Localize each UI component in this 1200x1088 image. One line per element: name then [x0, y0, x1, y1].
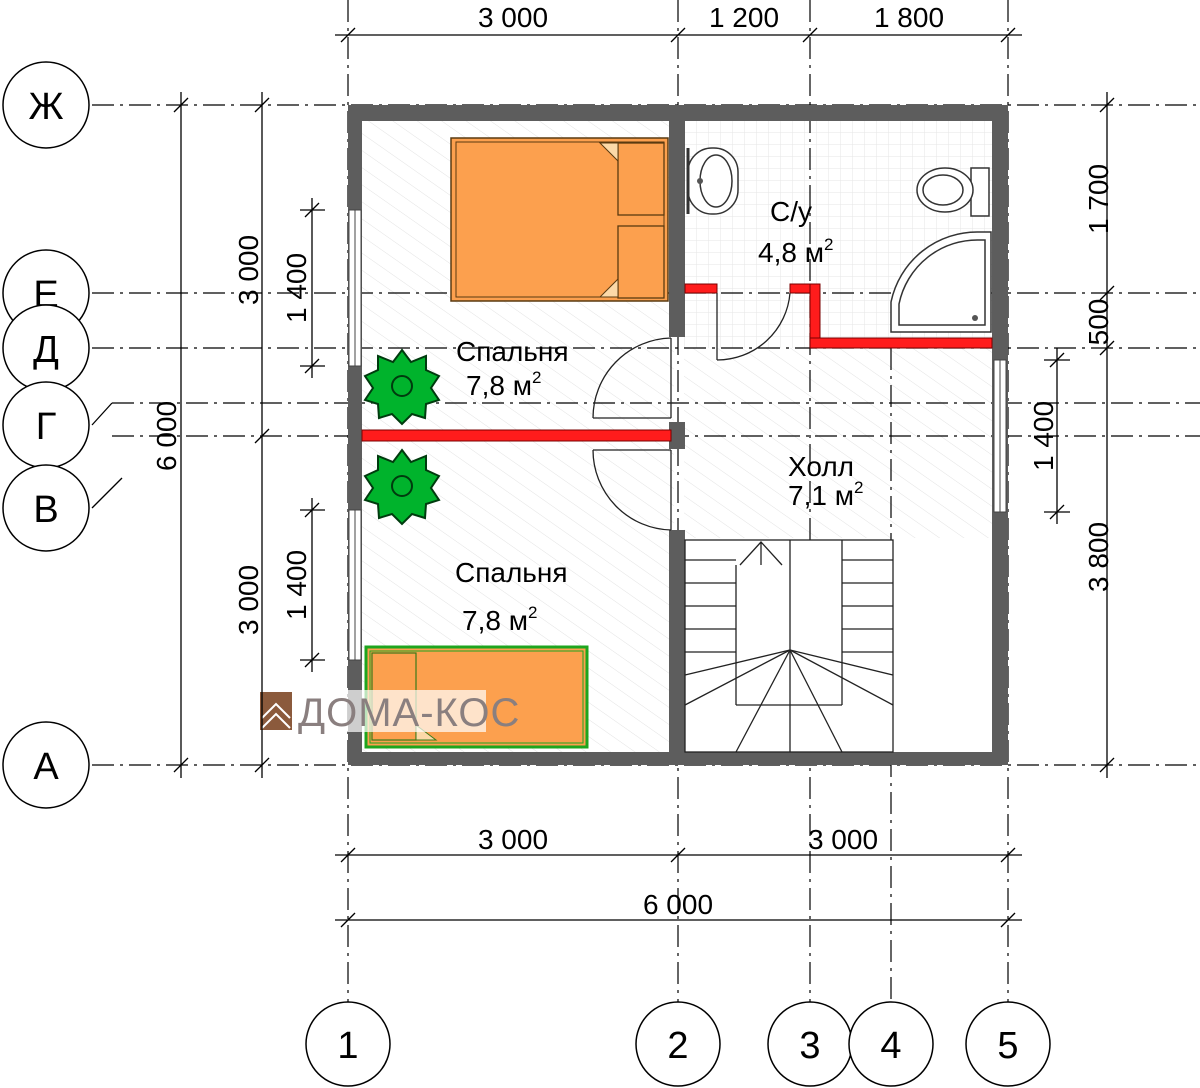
dim-left-lower: 3 000: [233, 565, 264, 635]
axis-label-row: А: [33, 746, 59, 788]
room-labels: Спальня 7,8 м2 С/у 4,8 м2 Холл 7,1 м2 Сп…: [455, 196, 863, 636]
dim-left-total: 6 000: [151, 401, 182, 471]
axis-label-row: В: [33, 489, 58, 531]
axis-label-row: Д: [33, 329, 59, 371]
axis-label-column: 1: [337, 1025, 358, 1067]
dimensions-left: 6 000 3 000 3 000 1 400 1 400: [151, 92, 325, 778]
sink-icon: [686, 147, 739, 215]
axis-label-column: 4: [880, 1025, 901, 1067]
logo-house-icon: [260, 692, 292, 730]
dim-top-1: 3 000: [478, 2, 548, 33]
dim-left-window-upper: 1 400: [281, 253, 312, 323]
dim-right-3: 3 800: [1083, 522, 1114, 592]
dimensions-right: 1 700 500 3 800 1 400: [1028, 92, 1115, 778]
room-name-bathroom: С/у: [770, 196, 812, 227]
dim-right-window: 1 400: [1028, 401, 1059, 471]
dimensions-bottom: 3 000 3 000 6 000: [335, 824, 1022, 928]
room-area-hall: 7,1 м2: [788, 478, 863, 511]
room-area-bedroom-top: 7,8 м2: [466, 368, 541, 401]
partitions: [361, 283, 993, 442]
room-name-bedroom-top: Спальня: [456, 336, 569, 367]
staircase-icon: [684, 539, 894, 753]
dim-top-2: 1 200: [709, 2, 779, 33]
double-bed-icon: [450, 137, 669, 302]
dim-right-1: 1 700: [1083, 164, 1114, 234]
windows: [348, 209, 1007, 661]
axis-label-column: 2: [667, 1025, 688, 1067]
logo-text: ДОМА-КОС: [298, 691, 520, 735]
plant-icon: [363, 448, 441, 526]
axis-label-row: Г: [36, 406, 57, 448]
room-area-bathroom: 4,8 м2: [758, 235, 833, 268]
dim-left-upper: 3 000: [233, 235, 264, 305]
toilet-icon: [916, 167, 990, 217]
axis-markers-columns: 1 2 3 4 5: [305, 1001, 1051, 1087]
shower-tray-icon: [890, 231, 992, 333]
doors: [592, 292, 791, 531]
room-name-bedroom-bottom: Спальня: [455, 557, 568, 588]
axis-label-row: Ж: [28, 86, 63, 128]
dim-bottom-2: 3 000: [808, 824, 878, 855]
axis-label-column: 5: [997, 1025, 1018, 1067]
dim-right-2: 500: [1083, 299, 1114, 346]
dim-left-window-lower: 1 400: [281, 550, 312, 620]
dim-bottom-total: 6 000: [643, 889, 713, 920]
dim-bottom-1: 3 000: [478, 824, 548, 855]
room-area-bedroom-bottom: 7,8 м2: [462, 603, 537, 636]
dim-top-3: 1 800: [874, 2, 944, 33]
dimensions-top: 3 000 1 200 1 800: [335, 2, 1022, 43]
axis-label-column: 3: [799, 1025, 820, 1067]
plant-icon: [363, 348, 441, 426]
room-name-hall: Холл: [788, 451, 854, 482]
axis-markers-rows: Ж Е Д Г В А: [2, 61, 90, 809]
logo: ДОМА-КОС: [258, 690, 520, 735]
